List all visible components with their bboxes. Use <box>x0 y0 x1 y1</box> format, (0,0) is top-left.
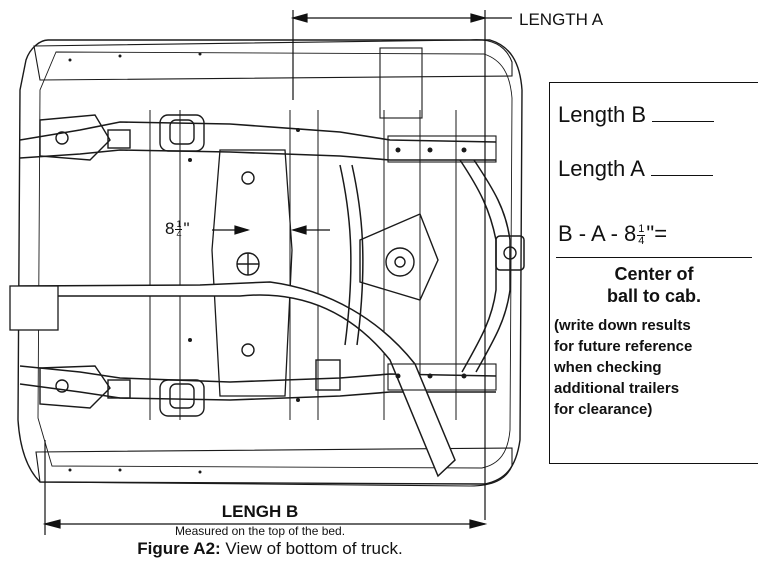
figure-caption: Figure A2: View of bottom of truck. <box>0 539 540 559</box>
length-b-field-label: Length B <box>558 102 647 127</box>
offset-whole: 8 <box>165 219 175 238</box>
length-a-field-label: Length A <box>558 156 645 181</box>
length-a-blank <box>650 155 713 176</box>
frame-rail-bottom <box>19 365 497 383</box>
formula-suffix: "= <box>646 221 668 246</box>
caption-text: View of bottom of truck. <box>220 539 403 558</box>
caption-prefix: Figure A2: <box>137 539 221 558</box>
offset-fraction-denominator: 4 <box>176 229 182 240</box>
frame-rail-top <box>19 121 497 143</box>
result-title-line-1: Center of <box>614 264 694 284</box>
length-a-label: LENGTH A <box>519 10 604 29</box>
frame-rail-bottom-2 <box>19 383 496 401</box>
frame-rail-top-2 <box>19 149 496 161</box>
result-title: Center of ball to cab. <box>550 263 758 307</box>
length-b-blank <box>652 101 715 122</box>
bottom-bed-rail <box>35 447 513 487</box>
formula-fraction-denominator: 4 <box>638 234 645 247</box>
diagonal-beam <box>19 281 456 478</box>
truck-body-outline <box>17 39 523 485</box>
formula-rule <box>556 257 752 258</box>
offset-unit: " <box>183 219 190 238</box>
formula-whole: 8 <box>624 221 637 246</box>
length-a-row: Length A <box>558 155 713 182</box>
top-bed-rail <box>33 39 513 81</box>
formula-fraction-numerator: 1 <box>637 222 646 236</box>
hitch-plate <box>359 213 439 301</box>
hitch-receiver <box>495 235 525 271</box>
length-b-title: LENGH B <box>221 502 299 521</box>
length-b-note: Measured on the top of the bed. <box>174 524 346 538</box>
length-b-row: Length B <box>558 101 715 128</box>
result-note: (write down results for future reference… <box>554 317 693 418</box>
formula-prefix: B - A - <box>558 221 625 246</box>
truck-body-inner-outline <box>37 51 513 469</box>
spare-tire-plate <box>211 149 293 397</box>
offset-fraction-numerator: 1 <box>175 219 183 231</box>
result-title-line-2: ball to cab. <box>606 286 702 306</box>
